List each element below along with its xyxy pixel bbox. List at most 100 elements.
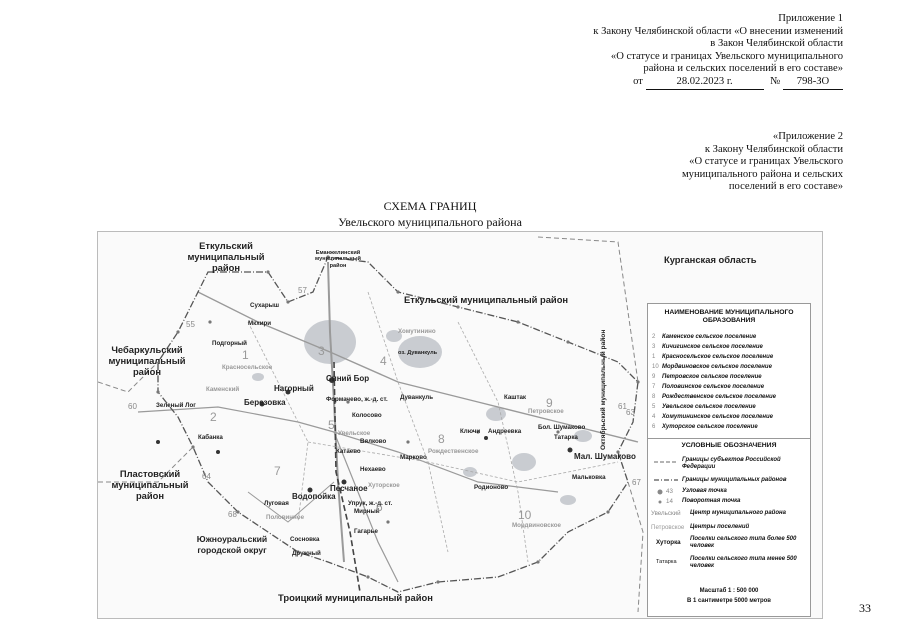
law-number: 798-ЗО (783, 76, 843, 90)
turn-point-swatch (658, 500, 662, 504)
lake-shape (486, 407, 506, 421)
place-siniy-bor: Синий Бор (326, 374, 370, 383)
legend-big: Поселки сельского типа более 500 человек (690, 536, 797, 549)
legend-item-label: Рождественское сельское поселение (662, 394, 776, 400)
place-tatarka: Татарка (554, 434, 578, 441)
place-mirny: Мирный (354, 508, 380, 515)
place-pestchanoe: Песчаное (330, 484, 368, 493)
lake-shape (574, 430, 592, 442)
legend-item: 7 Половинское сельское поселение (652, 384, 764, 390)
settlement-markers (156, 377, 573, 493)
legend-item-number: 6 (652, 424, 656, 430)
place-kolosovo: Колосово (352, 412, 382, 419)
legend-item-number: 9 (652, 374, 656, 380)
place-nekhaevo: Нехаево (360, 466, 386, 473)
appendix-1-line-2: к Закону Челябинской области «О внесении… (593, 25, 843, 37)
settlement-boundary (307, 441, 619, 483)
place-mal-shumakovo: Мал. Шумаково (574, 452, 636, 461)
legend-small: Поселки сельского типа менее 500 человек (690, 556, 797, 569)
legend-center-key: Увельский (651, 510, 681, 517)
legend-item-label: Хомутининское сельское поселение (662, 414, 773, 420)
legend-center: Центр муниципального района (690, 510, 786, 516)
appendix-2-line-2: к Закону Челябинской области (704, 143, 843, 155)
appendix-1-line-4: «О статусе и границах Увельского муницип… (610, 50, 843, 62)
legend-pos: Центры поселений (690, 524, 750, 530)
legend-scale: Масштаб 1 : 500 000 (699, 588, 759, 594)
appendix-2-line-1: «Приложение 2 (772, 131, 843, 142)
legend-item-label: Мордвиновское сельское поселение (662, 364, 772, 370)
boundary-points (156, 255, 640, 584)
point-number: 61 (618, 402, 627, 411)
legend-item-number: 8 (652, 394, 656, 400)
map-legend: НАИМЕНОВАНИЕ МУНИЦИПАЛЬНОГО ОБРАЗОВАНИЯ … (647, 303, 811, 617)
lake-shape (386, 330, 402, 342)
place-berezovka: Березовка (244, 398, 286, 407)
legend-symbols-heading: УСЛОВНЫЕ ОБОЗНАЧЕНИЯ (681, 442, 777, 449)
district-boundary-map: Еткульский муниципальный район Еманжелин… (97, 231, 823, 619)
node-point-swatch (657, 489, 663, 495)
legend-mun-border: Границы муниципальных районов (682, 477, 787, 483)
lake-shape (463, 467, 477, 477)
place-markovo: Марково (400, 454, 427, 461)
appendix-1-header: Приложение 1 к Закону Челябинской област… (593, 13, 843, 90)
road-line (333, 431, 399, 583)
point-number: 67 (632, 478, 641, 487)
appendix-2-line-5: поселений в его составе» (728, 181, 843, 193)
map-drawing (98, 236, 644, 613)
legend-node-point: Узловая точка (682, 488, 727, 494)
appendix-1-line-1: Приложение 1 (778, 13, 843, 24)
legend-item: 6 Хуторское сельское поселение (652, 424, 758, 430)
map-subtitle: Увельского муниципального района (338, 215, 522, 229)
legend-item-number: 2 (652, 334, 656, 340)
neighbor-boundary (627, 481, 644, 613)
legend-item-number: 7 (652, 384, 656, 390)
legend-item-number: 10 (652, 364, 659, 370)
lake-shape (398, 336, 442, 368)
settlement-boundary (367, 291, 449, 553)
place-zeleny-log: Зеленый Лог (156, 402, 196, 409)
region-label-plastov: Пластовский муниципальный район (111, 468, 189, 501)
poselenie-khomutinino: Хомутинино (398, 328, 436, 335)
legend-item-label: Половинское сельское поселение (662, 384, 765, 390)
legend-turn-number: 14 (666, 498, 673, 505)
point-number: 64 (202, 472, 211, 481)
legend-item: 5 Увельское сельское поселение (652, 404, 756, 410)
place-kataevo: Катаево (336, 448, 361, 455)
region-label-etkul-n: Еткульский муниципальный район (404, 294, 569, 305)
region-label-etkul-nw: Еткульский муниципальный район (187, 240, 265, 273)
poselenie-polovinnoe: Половинное (266, 514, 305, 521)
place-bol-shumakovo: Бол. Шумаково (538, 424, 586, 431)
legend-state-border: Границы субъектов Российской Федерации (682, 457, 781, 470)
place-vodopoinka: Водопойка (292, 492, 336, 501)
legend-item-label: Петровское сельское поселение (662, 374, 762, 380)
poselenie-number: 10 (518, 508, 532, 522)
place-gagarye: Гагарье (354, 528, 378, 535)
legend-item-label: Хуторское сельское поселение (662, 424, 758, 430)
place-lugovaya: Луговая (264, 500, 289, 507)
settlement-boundary (457, 321, 529, 563)
appendix-1-line-5: района и сельских поселений в его состав… (643, 63, 843, 75)
number-label: № (770, 75, 781, 87)
region-label-oktyabr: Октябрьский муниципальный район (600, 329, 607, 450)
appendix-1-line-3: в Закон Челябинской области (710, 38, 843, 50)
legend-item-number: 5 (652, 404, 656, 410)
legend-item-label: Увельское сельское поселение (662, 404, 756, 410)
poselenie-khutorskoe: Хуторское (368, 482, 400, 489)
legend-divider (648, 438, 810, 439)
poselenie-krasnoselskoe: Красносельское (222, 364, 273, 371)
legend-big-key: Хуторка (656, 539, 681, 546)
lake-shape (560, 495, 576, 505)
appendix-2-header: «Приложение 2 к Закону Челябинской облас… (682, 131, 843, 194)
poselenie-number: 2 (210, 410, 217, 424)
place-vyazovo: Вялково (360, 438, 387, 445)
appendix-2-line-4: муниципального района и сельских (681, 168, 843, 180)
legend-heading: НАИМЕНОВАНИЕ МУНИЦИПАЛЬНОГО ОБРАЗОВАНИЯ (664, 309, 794, 324)
railway-line (333, 361, 361, 593)
poselenie-number: 5 (328, 418, 335, 432)
poselenie-number: 9 (546, 396, 553, 410)
legend-scale-note: В 1 сантиметре 5000 метров (687, 598, 771, 604)
